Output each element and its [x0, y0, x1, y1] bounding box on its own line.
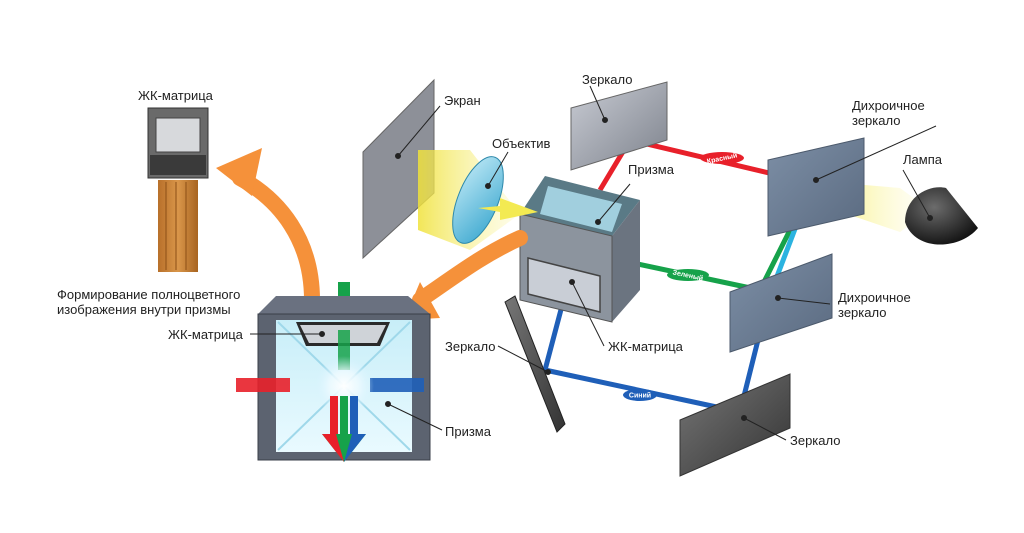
label-dichroic-mid: Дихроичное зеркало	[838, 290, 911, 320]
orange-arrow-up-head	[216, 148, 262, 196]
orange-arrow-left	[412, 230, 528, 308]
mirror-bottom-plate	[679, 373, 791, 477]
lamp-bulb	[905, 187, 978, 245]
label-screen: Экран	[444, 93, 481, 108]
dichroic-mirror-top	[767, 137, 865, 237]
label-mirror-bottom: Зеркало	[790, 433, 841, 448]
dichroic-mirror-middle	[729, 253, 833, 353]
label-forming-line1: Формирование полноцветного	[57, 287, 241, 302]
label-mirror-left: Зеркало	[445, 339, 496, 354]
mirror-left-plate	[504, 295, 566, 433]
prism-assembly	[236, 282, 431, 462]
label-dichroic-mid-line2: зеркало	[838, 305, 887, 320]
label-forming: Формирование полноцветного изображения в…	[57, 287, 240, 317]
center-prism	[519, 176, 640, 323]
label-prism-left: Призма	[445, 424, 491, 439]
orange-arrow-up	[232, 170, 320, 308]
label-dichroic-top-line1: Дихроичное	[852, 98, 925, 113]
tag-blue-text: Синий	[629, 392, 651, 400]
label-dichroic-mid-line1: Дихроичное	[838, 290, 911, 305]
label-lcd-left: ЖК-матрица	[168, 327, 243, 342]
tag-blue	[623, 389, 657, 401]
leader-lines	[250, 85, 937, 441]
lcd-chip	[147, 107, 209, 272]
tag-green	[667, 269, 709, 281]
prism-to-lens-arrow	[478, 198, 538, 220]
label-mirror-top: Зеркало	[582, 72, 633, 87]
label-dichroic-top: Дихроичное зеркало	[852, 98, 925, 128]
label-forming-line2: изображения внутри призмы	[57, 302, 231, 317]
label-prism-center: Призма	[628, 162, 674, 177]
tag-red	[700, 152, 744, 164]
label-dichroic-top-line2: зеркало	[852, 113, 901, 128]
label-objective: Объектив	[492, 136, 551, 151]
mirror-top-plate	[570, 81, 668, 171]
label-lcd-center: ЖК-матрица	[608, 339, 683, 354]
label-lcd-top-left: ЖК-матрица	[138, 88, 213, 103]
label-lamp: Лампа	[903, 152, 942, 167]
